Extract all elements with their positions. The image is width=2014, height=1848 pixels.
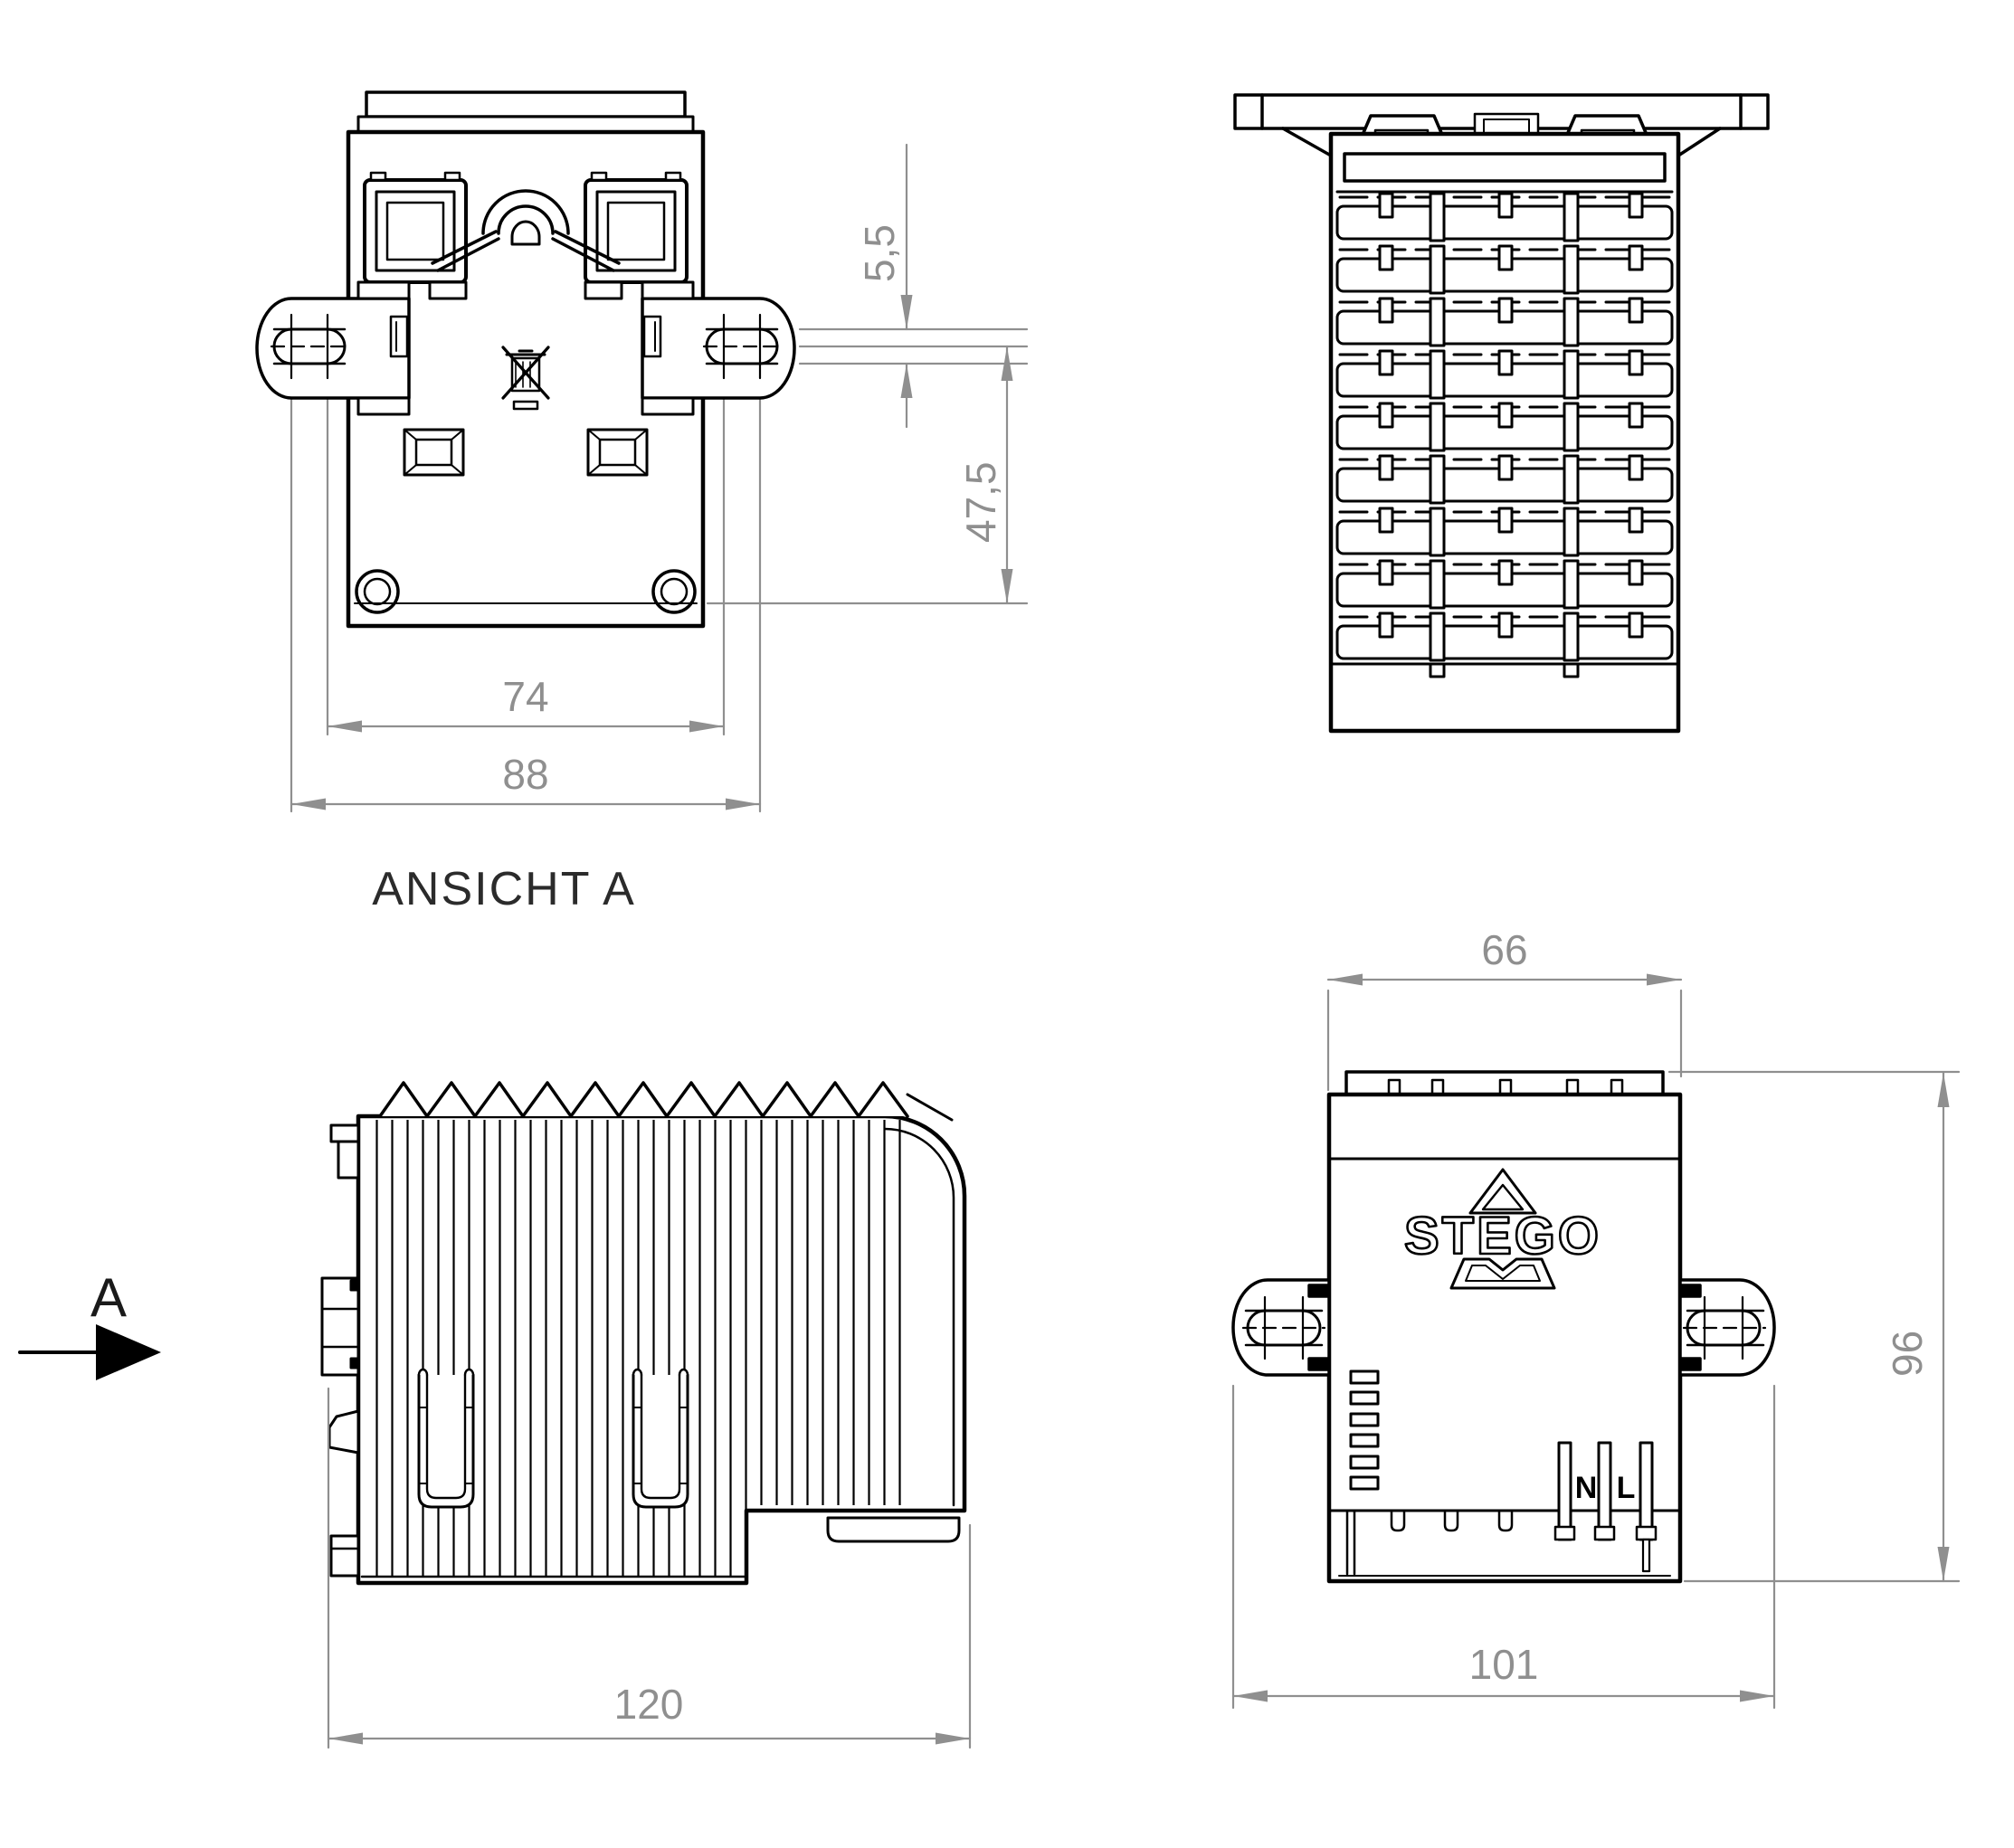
dim-text-88: 88 [502, 751, 548, 798]
fin-rows [1335, 192, 1674, 662]
dim-text-74: 74 [502, 673, 548, 720]
view-ribbed-side: A [18, 1081, 972, 1749]
dimension-96 [1937, 1071, 1950, 1583]
front-bracket-right [1678, 1278, 1776, 1377]
connector-window-left [363, 171, 468, 300]
corner-inner-line [883, 1127, 955, 1507]
fin-tab-foot-left [1429, 662, 1446, 678]
terminal-pins [1553, 1441, 1658, 1573]
front-top-cap [1344, 1070, 1665, 1096]
terminal-label-n: N [1575, 1471, 1598, 1505]
dimension-88 [290, 798, 762, 810]
led-slots [1349, 1369, 1380, 1491]
view-arrow-label: A [90, 1267, 127, 1328]
clip-slot-right [632, 1368, 689, 1509]
top-cap-lower [356, 115, 695, 134]
square-boss-left [403, 428, 465, 477]
mounting-bracket-left [255, 280, 411, 416]
dimension-5-5 [900, 143, 913, 429]
dim-text-96: 96 [1884, 1331, 1931, 1377]
stego-logo: STEGO [1403, 1168, 1601, 1290]
square-boss-right [586, 428, 649, 477]
dim-text-5-5: 5,5 [856, 224, 903, 282]
left-edge-protrusions [320, 1123, 360, 1578]
fin-tab-foot-right [1563, 662, 1580, 678]
extension-lines-74-88 [290, 327, 1029, 813]
dimension-101 [1231, 1384, 1776, 1710]
zigzag-end-slope [906, 1093, 954, 1122]
screw-hole-right [651, 569, 697, 614]
clip-slot-left [417, 1368, 475, 1509]
terminal-label-l: L [1617, 1471, 1636, 1505]
bottom-foot-tab [826, 1516, 961, 1543]
dim-text-101: 101 [1469, 1641, 1539, 1688]
weee-bin-icon [501, 346, 550, 411]
view-finned-side [1233, 93, 1770, 734]
dimension-47-5 [1001, 345, 1013, 605]
terminal-base-details [1338, 1509, 1671, 1577]
front-bracket-left [1231, 1278, 1331, 1377]
stego-logo-text: STEGO [1404, 1207, 1601, 1265]
view-direction-arrow [18, 1324, 161, 1380]
dim-text-66: 66 [1481, 926, 1527, 973]
mounting-bracket-right [641, 280, 796, 416]
dimension-74 [326, 720, 726, 733]
dimension-120 [327, 1387, 972, 1749]
connector-window-right [584, 171, 689, 300]
fin-top-slab [1343, 152, 1667, 183]
dimension-66 [1326, 973, 1683, 1092]
view-caption-ansicht-a: ANSICHT A [372, 863, 636, 915]
center-arch-clip [431, 189, 621, 272]
rib-texture [366, 1120, 905, 1578]
front-body-outline [1326, 1092, 1683, 1584]
top-zigzag-fins [378, 1081, 909, 1118]
top-cap-upper [365, 90, 687, 118]
dim-text-120: 120 [614, 1681, 684, 1728]
extension-lines-96 [1667, 1070, 1961, 1583]
dim-text-47-5: 47,5 [957, 461, 1004, 543]
view-ansicht-a: 5,5 47,5 74 88 ANSICHT A [255, 90, 1029, 915]
screw-hole-left [355, 569, 400, 614]
view-front: 66 STEGO [1231, 926, 1961, 1710]
